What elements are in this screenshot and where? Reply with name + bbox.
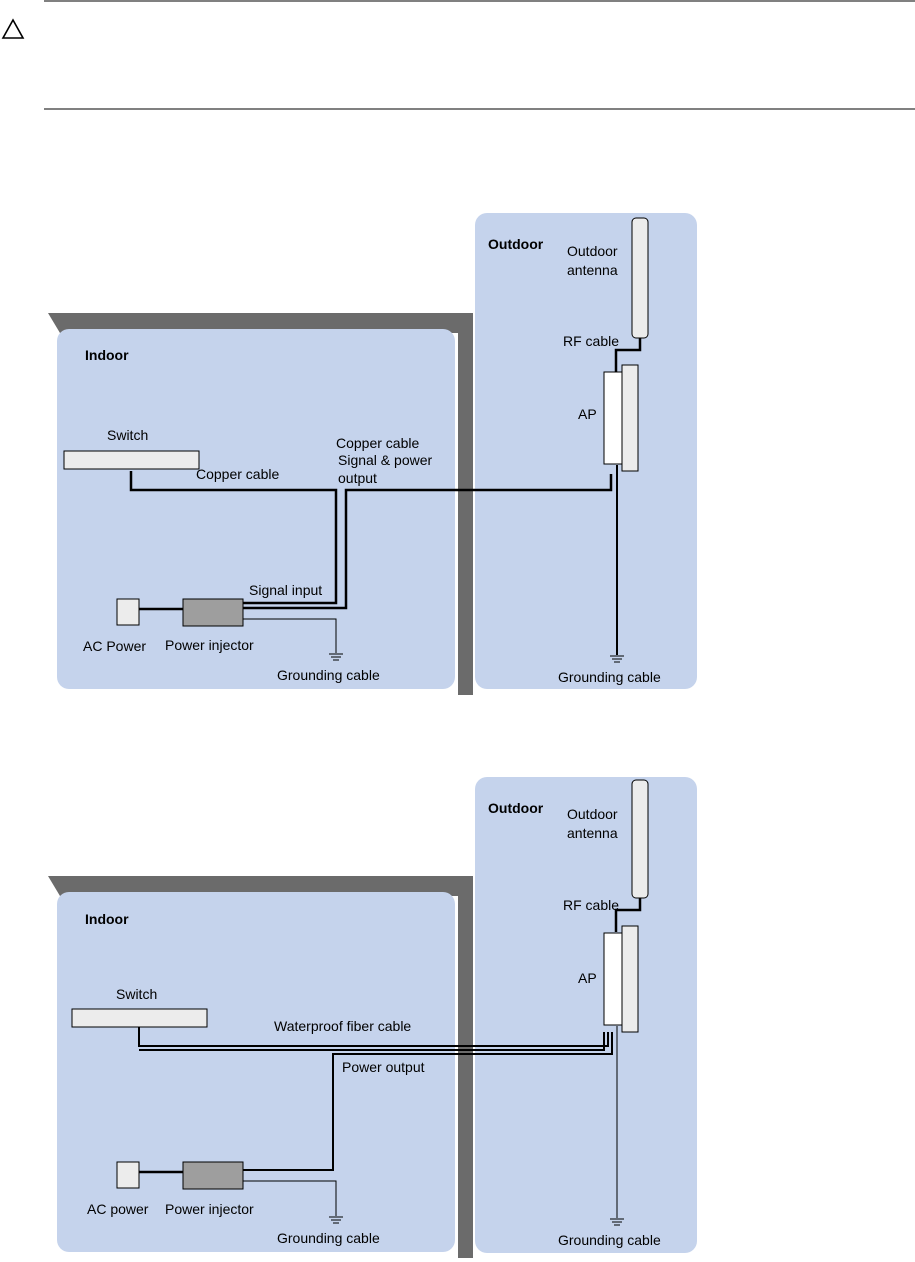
rf-cable-label: RF cable: [563, 897, 619, 913]
waterproof-fiber-cable-label: Waterproof fiber cable: [274, 1018, 411, 1034]
power-injector-device: [182, 1161, 244, 1190]
ground-symbol-indoor: [329, 653, 343, 661]
grounding-cable-indoor: [243, 618, 337, 653]
ac-power-outlet: [116, 598, 140, 626]
outdoor-zone: [475, 777, 697, 1253]
power-injector-device: [182, 598, 244, 627]
antenna-label-line1: Outdoor: [567, 243, 618, 259]
ac-power-label: AC Power: [83, 638, 146, 654]
grounding-cable-outdoor-label: Grounding cable: [558, 1232, 661, 1248]
indoor-zone: [57, 329, 455, 689]
grounding-cable-indoor-label: Grounding cable: [277, 667, 380, 683]
grounding-cable-indoor: [243, 1180, 337, 1216]
rf-cable: [614, 895, 642, 932]
power-output-label: Power output: [342, 1059, 425, 1075]
signal-power-label-line1: Signal & power: [338, 452, 433, 468]
indoor-zone-label: Indoor: [85, 347, 129, 363]
switch-device: [71, 1008, 208, 1028]
indoor-zone-label: Indoor: [85, 911, 129, 927]
ground-symbol-indoor: [329, 1216, 343, 1224]
power-injector-label: Power injector: [165, 637, 254, 653]
rf-cable-label: RF cable: [563, 333, 619, 349]
diagram-fiber-connection: Outdoor Indoor Outdoor antenna RF cable …: [48, 777, 697, 1258]
grounding-cable-indoor-label: Grounding cable: [277, 1230, 380, 1246]
antenna-label-line2: antenna: [567, 825, 618, 841]
antenna-label-line2: antenna: [567, 262, 618, 278]
ap-device: [603, 371, 623, 465]
switch-label: Switch: [116, 986, 157, 1002]
copper-cable-switch: [129, 471, 338, 605]
outdoor-zone-label: Outdoor: [488, 236, 544, 252]
signal-power-label-line2: output: [338, 470, 377, 486]
ac-power-outlet: [116, 1161, 140, 1189]
switch-device: [63, 450, 200, 470]
ac-power-label: AC power: [87, 1201, 149, 1217]
outdoor-zone: [475, 213, 697, 689]
ap-label: AP: [578, 970, 597, 986]
ap-device: [603, 932, 623, 1026]
warning-triangle-icon: [1, 18, 25, 39]
waterproof-fiber-cable-outer: [138, 1027, 609, 1047]
indoor-zone: [57, 892, 455, 1252]
ap-bracket: [621, 364, 639, 472]
copper-cable-out-label: Copper cable: [336, 435, 419, 451]
antenna-label-line1: Outdoor: [567, 806, 618, 822]
rf-cable: [614, 335, 642, 372]
ap-label: AP: [578, 406, 597, 422]
power-injector-label: Power injector: [165, 1201, 254, 1217]
ground-symbol-outdoor: [610, 655, 624, 663]
outdoor-zone-label: Outdoor: [488, 800, 544, 816]
outdoor-antenna-device: [631, 779, 649, 899]
signal-power-cable: [243, 474, 613, 610]
copper-cable-switch-label: Copper cable: [196, 466, 279, 482]
diagram-copper-connection: Outdoor Indoor Outdoor antenna RF cable …: [48, 213, 697, 695]
ap-bracket: [621, 925, 639, 1033]
grounding-cable-outdoor-label: Grounding cable: [558, 669, 661, 685]
power-output-cable: [243, 1032, 613, 1171]
signal-input-label: Signal input: [249, 582, 322, 598]
switch-label: Switch: [107, 427, 148, 443]
waterproof-fiber-cable-second-line: [139, 1032, 605, 1051]
outdoor-antenna-device: [631, 217, 649, 339]
caution-block: [1, 0, 915, 110]
ground-symbol-outdoor: [610, 1218, 624, 1226]
